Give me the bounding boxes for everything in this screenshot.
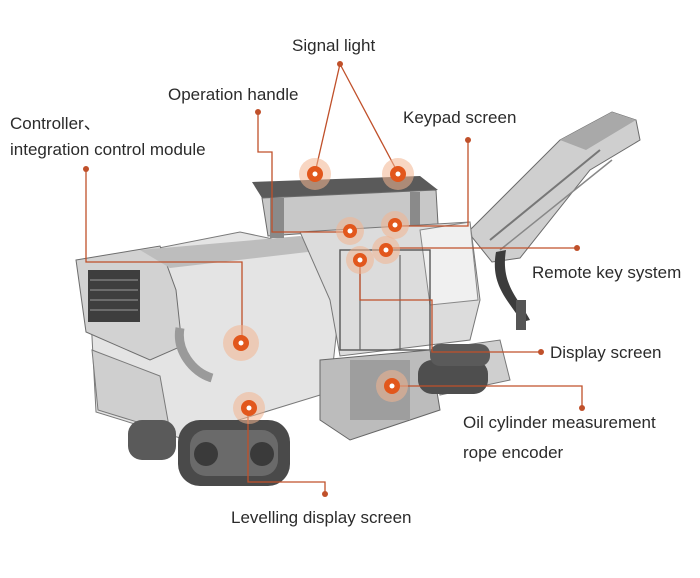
hotspots (223, 158, 414, 424)
label-display-screen: Display screen (550, 343, 662, 362)
hotspot-levelling-display[interactable] (233, 392, 265, 424)
label-levelling-display-screen: Levelling display screen (231, 508, 412, 527)
label-controller-line2: integration control module (10, 140, 206, 159)
hotspot-signal-light-left[interactable] (299, 158, 331, 190)
label-oil-cylinder-line1: Oil cylinder measurement (463, 413, 656, 432)
hotspot-controller[interactable] (223, 325, 259, 361)
label-keypad-screen: Keypad screen (403, 108, 517, 127)
label-operation-handle: Operation handle (168, 85, 299, 104)
hotspot-oil-cylinder[interactable] (376, 370, 408, 402)
label-controller-line1: Controller、 (10, 114, 101, 133)
hotspot-operation-handle[interactable] (336, 217, 364, 245)
conveyor (467, 111, 641, 330)
hotspot-remote-key-system[interactable] (372, 236, 400, 264)
hotspot-display-screen[interactable] (346, 246, 374, 274)
label-signal-light: Signal light (292, 36, 376, 55)
leader-lines (83, 61, 585, 497)
hotspot-signal-light-right[interactable] (382, 158, 414, 190)
label-oil-cylinder: Oil cylinder measurement rope encoder (463, 410, 693, 466)
label-oil-cylinder-line2: rope encoder (463, 443, 564, 462)
label-controller: Controller、 integration control module (10, 111, 260, 163)
tracks (128, 344, 490, 486)
label-remote-key-system: Remote key system (532, 263, 682, 282)
engine-housing (75, 231, 341, 439)
milling-machine-illustration (75, 111, 641, 486)
hotspot-keypad-screen[interactable] (381, 211, 409, 239)
